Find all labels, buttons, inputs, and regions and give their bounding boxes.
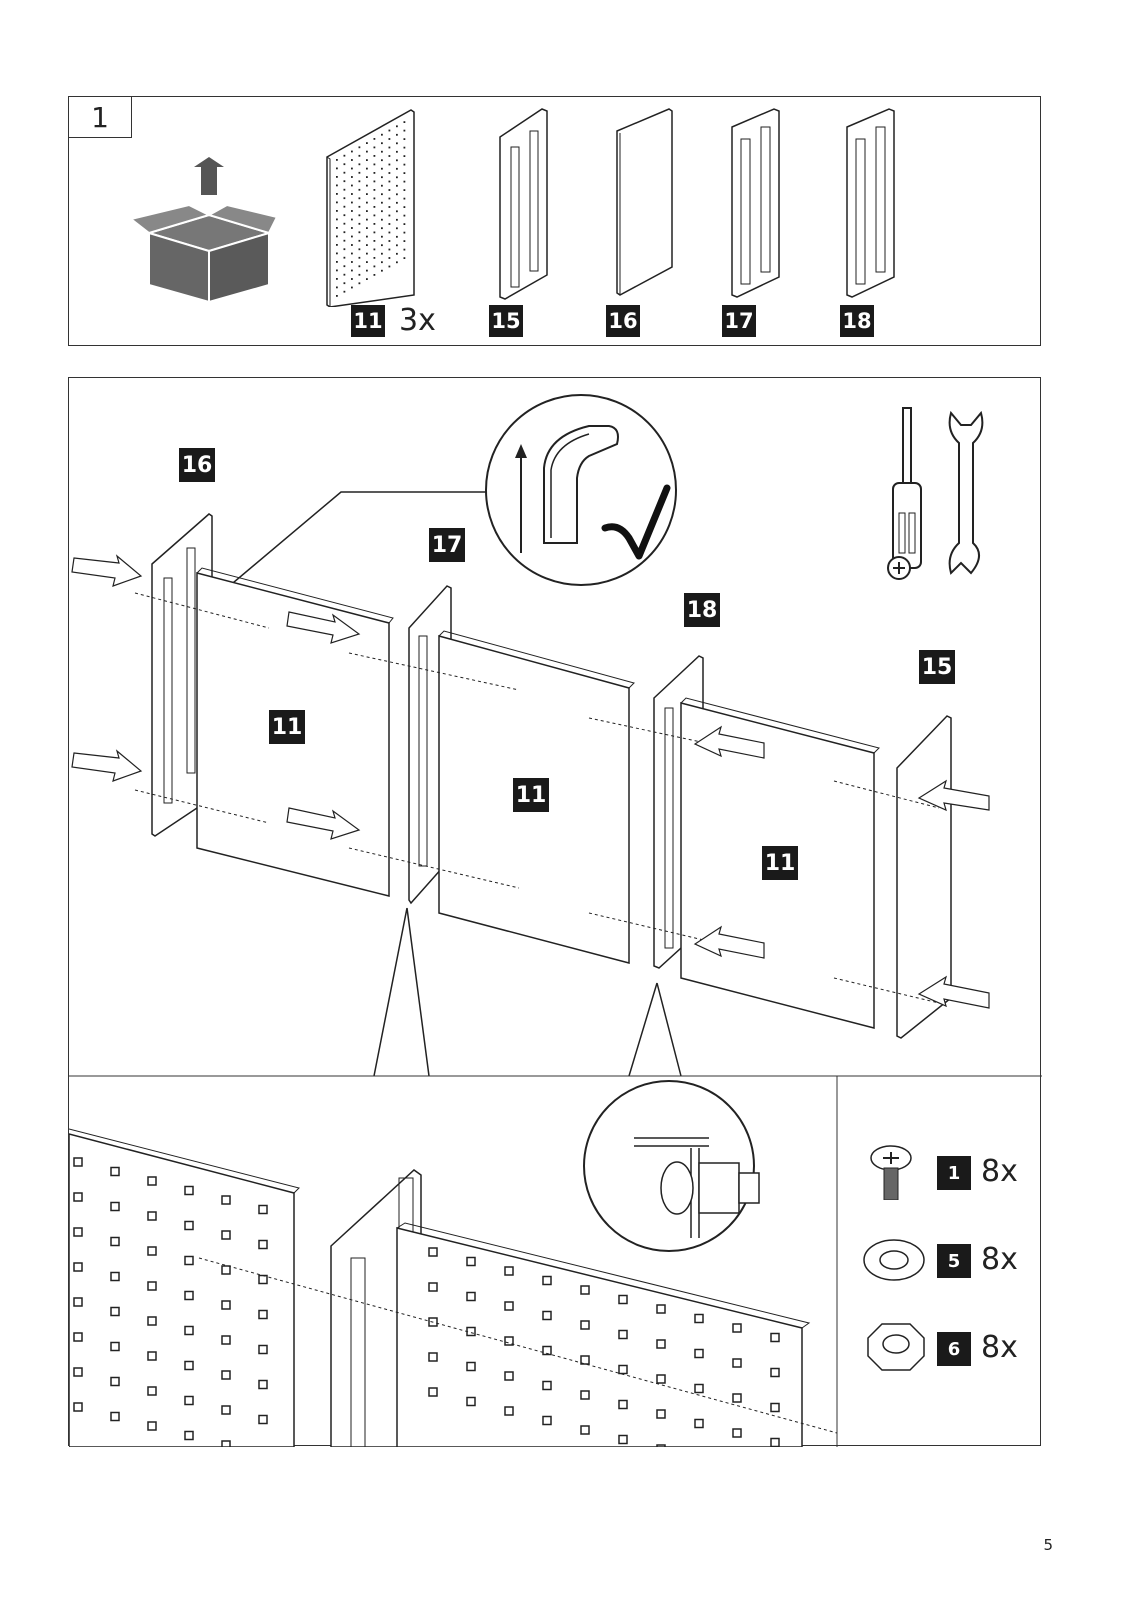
panel-badge-11-middle: 11 [513, 778, 549, 812]
part-badge-16: 16 [179, 448, 215, 482]
hardware-qty-5: 8x [981, 1242, 1018, 1277]
step-2-panel: 16 17 18 15 11 11 11 1 8x 5 8x 6 8x [68, 377, 1042, 1447]
hex-nut-icon [867, 1323, 925, 1371]
hardware-qty-6: 8x [981, 1330, 1018, 1365]
hardware-badge-6: 6 [937, 1332, 971, 1366]
part-11-pegboard [326, 109, 415, 307]
open-box-icon [129, 157, 279, 304]
part-badge-15: 15 [919, 650, 955, 684]
part-badge-17: 17 [429, 528, 465, 562]
part-badge-15: 15 [489, 305, 523, 337]
step-1-panel: 1 11 3x 15 16 17 18 [68, 96, 1041, 346]
part-17-joint-rail [731, 108, 780, 298]
part-16-end-panel [616, 108, 673, 296]
screwdriver-icon [887, 407, 922, 580]
spring-washer-icon [863, 1239, 925, 1281]
part-badge-17: 17 [722, 305, 756, 337]
part-badge-16: 16 [606, 305, 640, 337]
panel-badge-11-left: 11 [269, 710, 305, 744]
hardware-qty-1: 8x [981, 1154, 1018, 1189]
bolt-icon [870, 1145, 912, 1200]
panel-badge-11-right: 11 [762, 846, 798, 880]
part-18-joint-rail [846, 108, 895, 298]
step-number: 1 [69, 97, 132, 138]
page-number: 5 [1043, 1536, 1053, 1554]
part-badge-18: 18 [684, 593, 720, 627]
part-badge-18: 18 [840, 305, 874, 337]
hardware-badge-1: 1 [937, 1156, 971, 1190]
wrench-icon [948, 410, 984, 575]
hardware-badge-5: 5 [937, 1244, 971, 1278]
part-15-side-rail [499, 108, 548, 300]
part-qty-11: 3x [399, 303, 436, 338]
part-badge-11: 11 [351, 305, 385, 337]
